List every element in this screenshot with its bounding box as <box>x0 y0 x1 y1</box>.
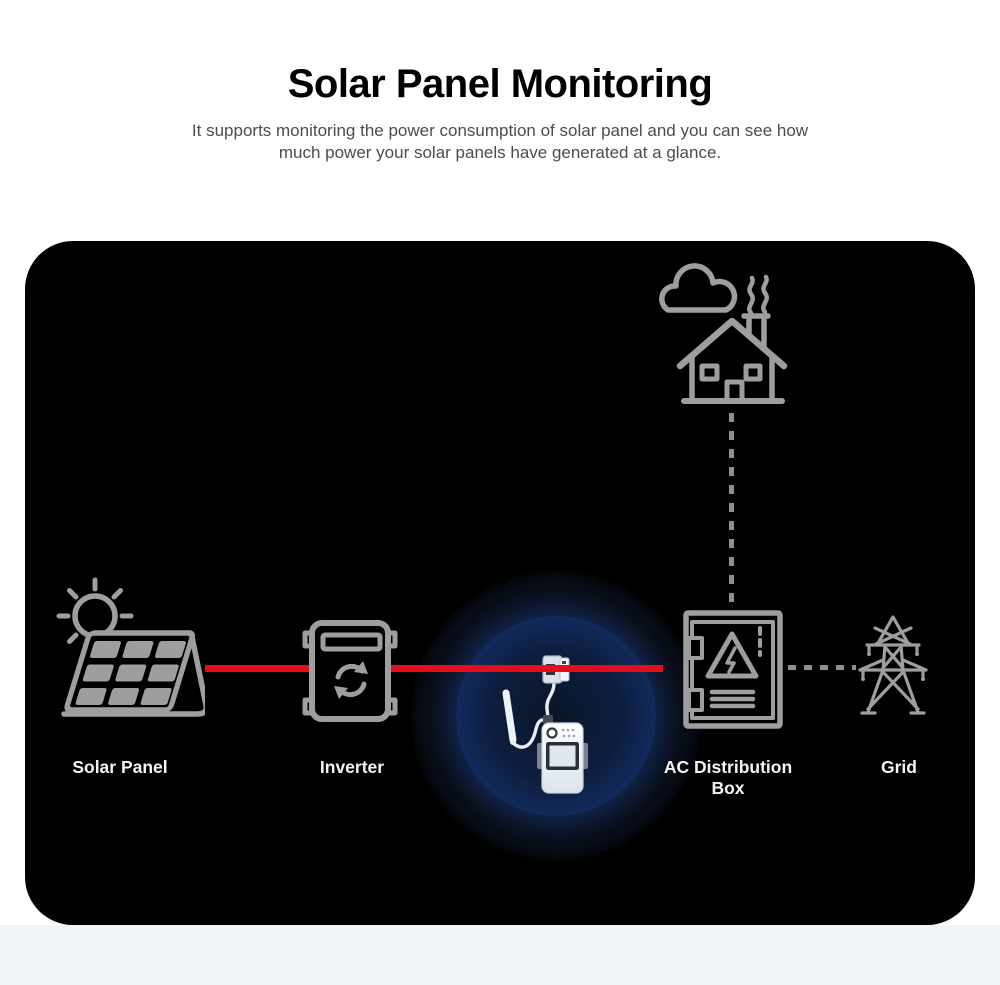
house-icon <box>659 263 788 404</box>
solar-monitoring-diagram: Solar Panel Inverter AC Distribution Box… <box>25 241 975 925</box>
page-header: Solar Panel Monitoring It supports monit… <box>0 0 1000 163</box>
dashed-connector-acbox-to-grid <box>788 665 856 670</box>
label-grid: Grid <box>881 757 917 777</box>
high-voltage-warning-icon <box>705 631 759 679</box>
inverter-icon <box>302 620 398 722</box>
antenna-icon <box>502 689 517 745</box>
transmission-tower-icon <box>858 615 928 715</box>
page-subtitle: It supports monitoring the power consump… <box>191 121 809 162</box>
page-title: Solar Panel Monitoring <box>287 62 713 106</box>
antenna-cable <box>510 718 547 749</box>
label-inverter: Inverter <box>319 757 385 777</box>
label-ac-distribution-box: AC Distribution Box <box>663 757 793 798</box>
sun-solar-panel-icon <box>56 577 205 717</box>
label-solar-panel: Solar Panel <box>72 757 168 777</box>
cloud-icon <box>659 263 738 313</box>
dashed-connector-house-to-acbox <box>729 413 734 609</box>
ac-distribution-box-icon <box>683 610 783 729</box>
sync-arrows-icon <box>334 661 368 699</box>
power-line <box>205 665 663 672</box>
chimney-smoke-icon <box>747 274 769 316</box>
page-footer-strip <box>0 925 1000 985</box>
